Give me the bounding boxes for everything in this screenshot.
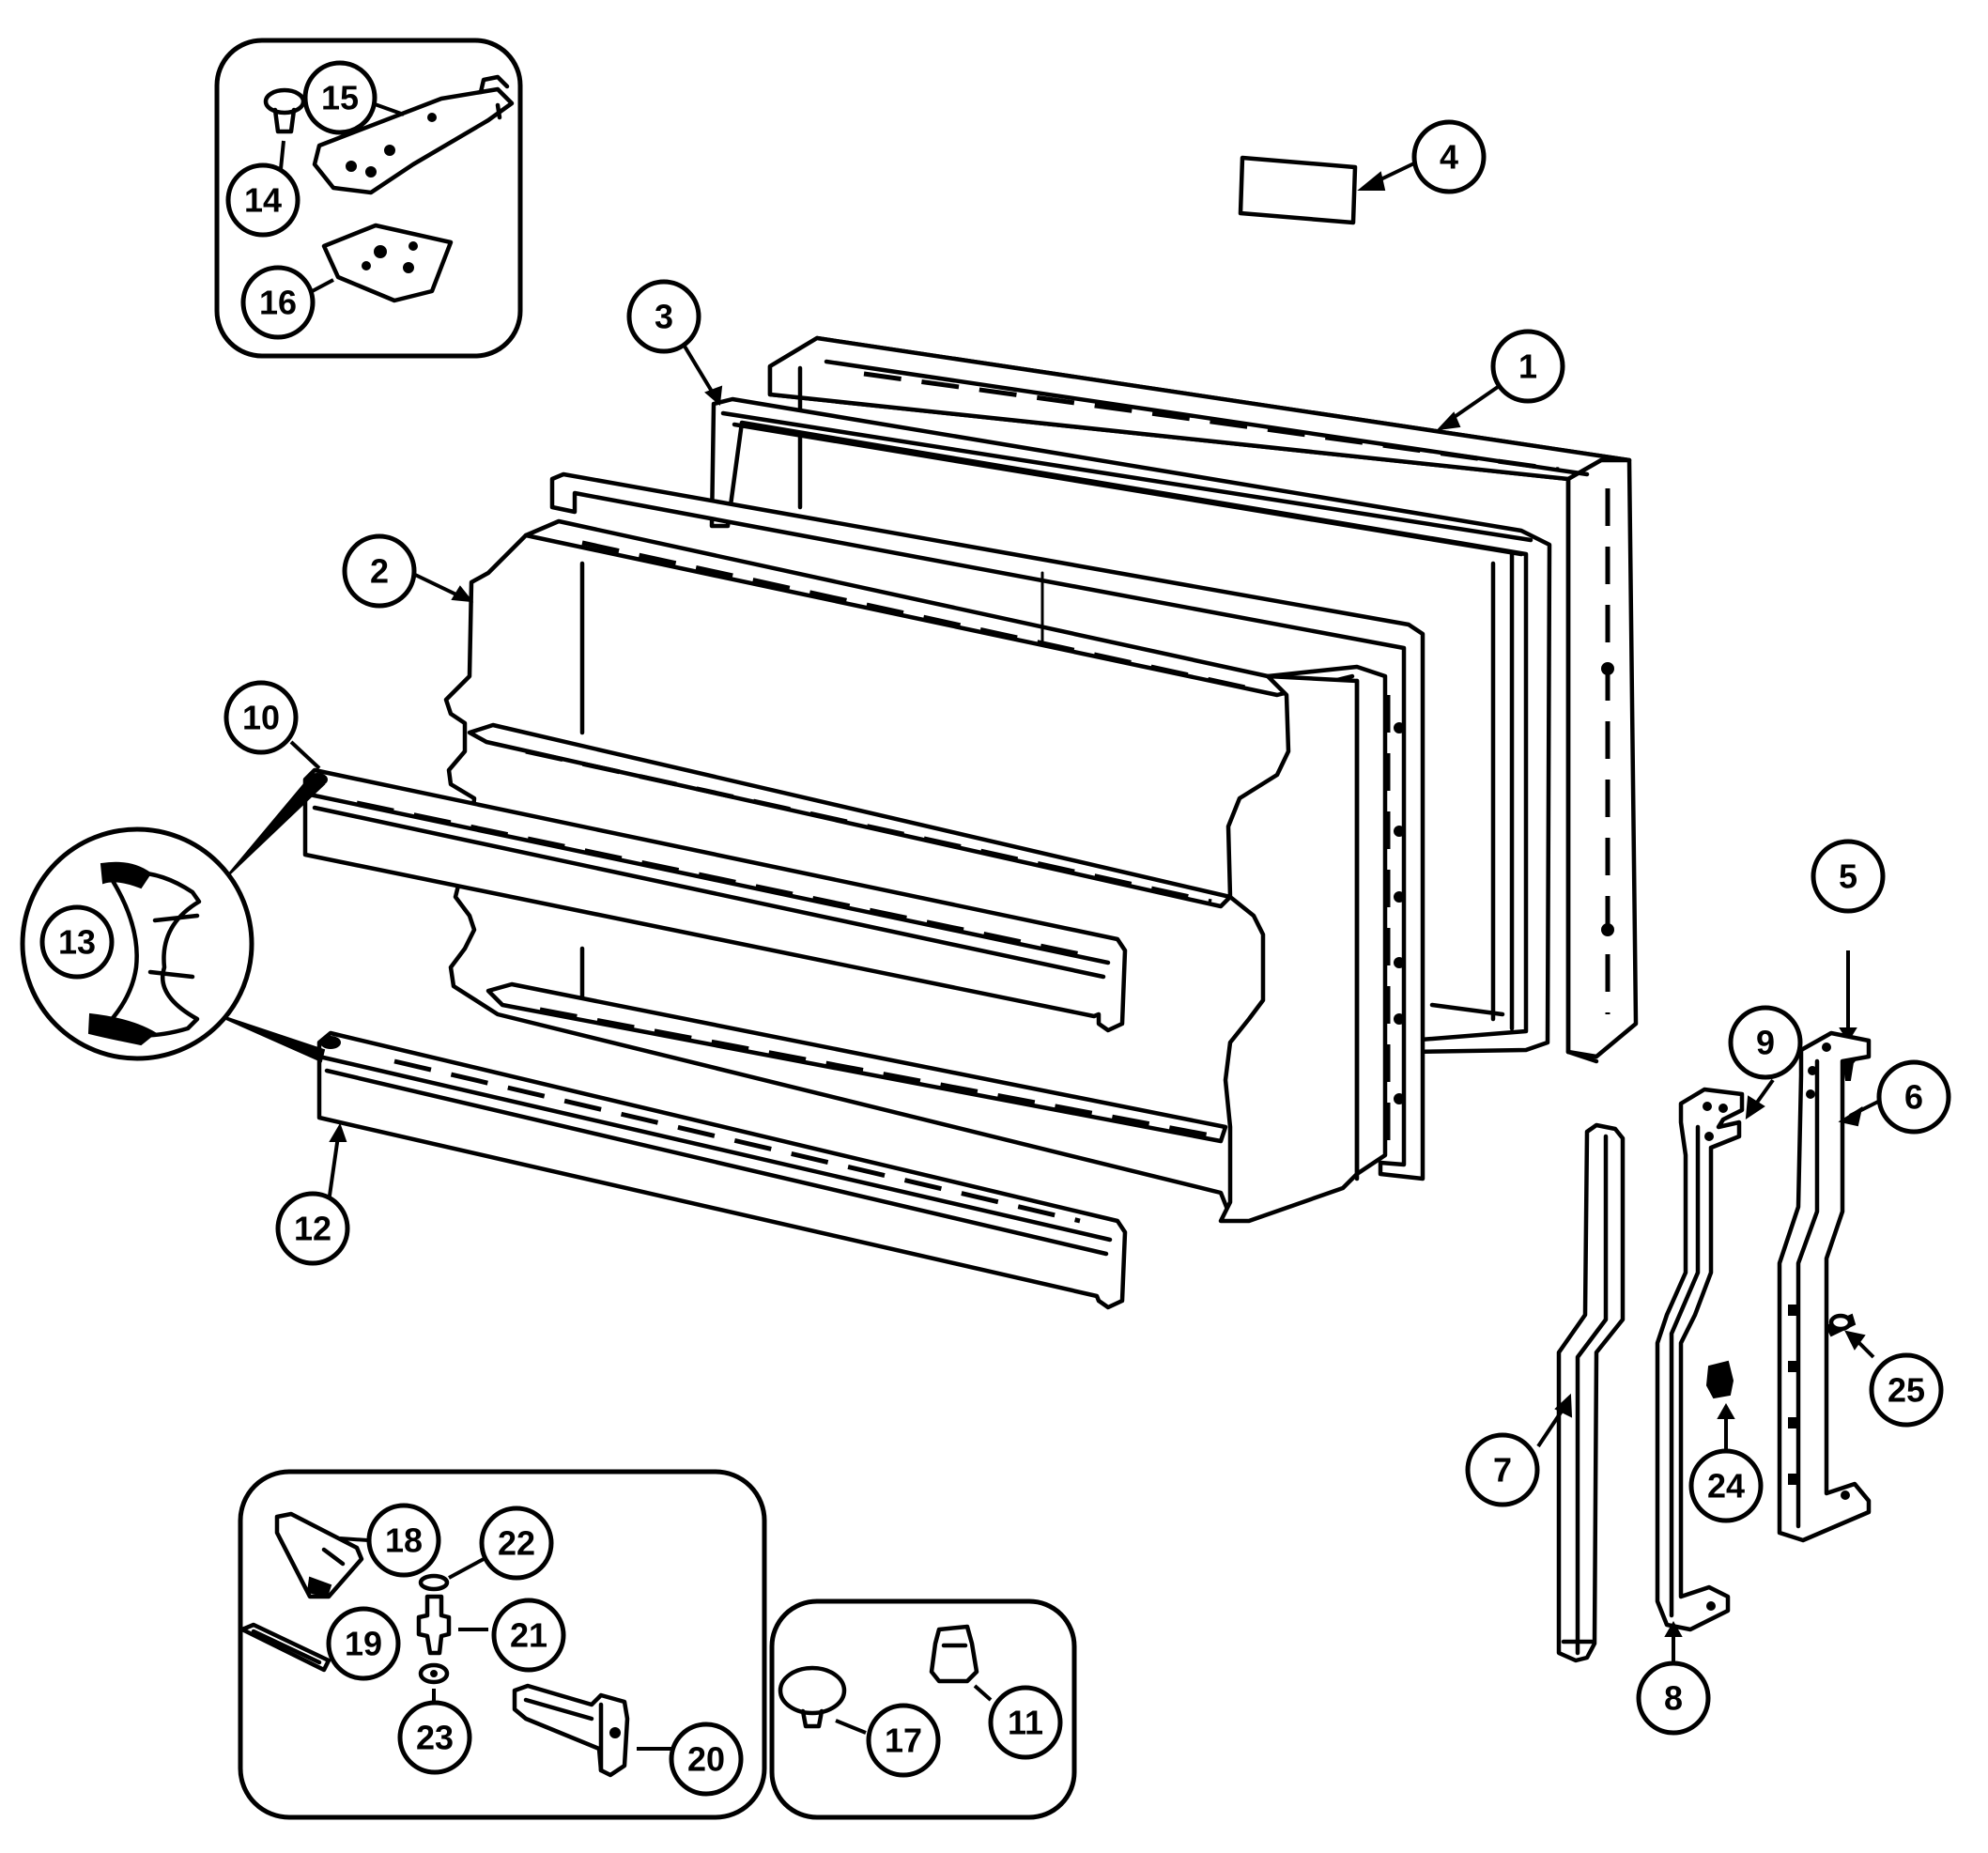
svg-text:21: 21: [510, 1616, 547, 1655]
callout-12: 12: [275, 1191, 350, 1266]
part-20-latch-assembly: [512, 1683, 674, 1778]
callout-13: 13: [39, 904, 115, 980]
part-19-latch-strip: [239, 1622, 355, 1673]
leader-12: [327, 1135, 340, 1203]
arrow-3: [704, 385, 723, 406]
part-12-lower-shelf-bar: [316, 1030, 1128, 1310]
callout-14: 14: [225, 162, 301, 238]
svg-text:22: 22: [498, 1524, 535, 1563]
leader-3: [679, 338, 716, 396]
svg-text:13: 13: [58, 923, 96, 962]
part-10-upper-shelf-bar: [302, 767, 1128, 1033]
svg-text:1: 1: [1518, 347, 1537, 386]
callout-17: 17: [866, 1703, 941, 1778]
svg-text:8: 8: [1664, 1679, 1683, 1718]
arrow-8: [1664, 1620, 1683, 1637]
callout-23: 23: [397, 1700, 472, 1775]
svg-text:11: 11: [1008, 1704, 1043, 1742]
part-25-screw: [1825, 1313, 1875, 1359]
svg-text:23: 23: [416, 1719, 454, 1757]
svg-text:25: 25: [1888, 1371, 1925, 1410]
svg-text:14: 14: [244, 181, 282, 220]
part-17-plug: [778, 1665, 867, 1735]
callout-8: 8: [1636, 1660, 1711, 1736]
callout-15: 15: [302, 60, 378, 135]
callout-25: 25: [1869, 1352, 1944, 1428]
part-18-latch-bracket: [274, 1511, 369, 1599]
svg-text:24: 24: [1707, 1467, 1745, 1506]
arrow-2: [451, 585, 474, 603]
part-1-door-outer-panel: [767, 335, 1639, 1064]
svg-text:19: 19: [345, 1625, 382, 1663]
svg-text:5: 5: [1839, 857, 1857, 896]
callout-20: 20: [669, 1722, 744, 1797]
part-6-handle-bracket: [1777, 1030, 1881, 1543]
callout-2: 2: [342, 533, 417, 609]
part-13-detail-bubble: [20, 772, 326, 1063]
svg-text:12: 12: [294, 1210, 331, 1248]
svg-text:7: 7: [1493, 1451, 1512, 1490]
callout-9: 9: [1728, 1005, 1803, 1080]
svg-text:20: 20: [687, 1740, 725, 1779]
callout-19: 19: [326, 1606, 401, 1681]
callout-18: 18: [366, 1503, 441, 1578]
part-9-handle-bracket: [1655, 1078, 1775, 1632]
part-24-clip: [1705, 1360, 1735, 1460]
part-7-handle-trim: [1536, 1122, 1626, 1663]
callout-7: 7: [1465, 1432, 1540, 1507]
leader-2: [410, 571, 461, 598]
part-21-shoulder-screw: [416, 1594, 488, 1656]
svg-text:16: 16: [259, 284, 297, 322]
svg-text:6: 6: [1904, 1078, 1923, 1117]
svg-text:4: 4: [1440, 138, 1458, 177]
part-16-hinge-shim: [321, 223, 454, 303]
svg-text:10: 10: [242, 699, 280, 737]
svg-text:3: 3: [655, 298, 673, 336]
part-2-door-liner: [443, 471, 1426, 1224]
leader-10: [289, 740, 321, 770]
part-15-top-hinge: [312, 74, 515, 195]
arrow-12: [329, 1122, 347, 1142]
svg-text:17: 17: [885, 1722, 922, 1760]
svg-text:18: 18: [385, 1521, 423, 1560]
part-22-washer: [418, 1557, 485, 1592]
callout-21: 21: [491, 1598, 566, 1673]
svg-text:15: 15: [321, 79, 359, 117]
callout-10: 10: [223, 680, 299, 755]
callout-11: 11: [988, 1685, 1063, 1760]
arrow-1: [1436, 411, 1461, 431]
callout-1: 1: [1490, 329, 1565, 404]
callout-4: 4: [1411, 119, 1487, 194]
callout-6: 6: [1876, 1059, 1951, 1135]
callout-16: 16: [240, 265, 316, 340]
callout-24: 24: [1688, 1448, 1764, 1523]
callout-5: 5: [1811, 839, 1886, 914]
part-11-door-stop: [929, 1624, 993, 1702]
callout-22: 22: [479, 1506, 554, 1581]
svg-text:9: 9: [1756, 1024, 1775, 1062]
svg-text:2: 2: [370, 552, 389, 591]
part-4-label: [1238, 155, 1419, 225]
callout-3: 3: [626, 279, 701, 354]
